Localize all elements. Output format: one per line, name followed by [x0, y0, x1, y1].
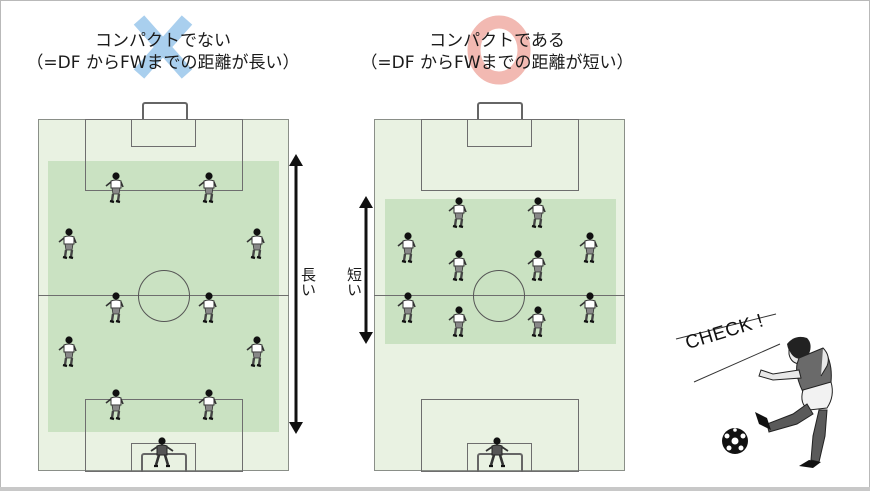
player-icon [197, 389, 218, 421]
player-icon [526, 250, 547, 282]
player-icon [57, 336, 78, 368]
player-icon [526, 306, 547, 338]
soccer-player-kicking-icon [755, 336, 833, 468]
center-circle [473, 270, 525, 322]
player-icon [396, 292, 417, 324]
player-icon [197, 172, 218, 204]
check-speed-lines-icon [675, 313, 781, 383]
player-icon [447, 197, 468, 229]
double-arrow-long-icon [289, 154, 303, 434]
double-arrow-short-icon [359, 196, 373, 344]
goal-area-top [467, 119, 532, 147]
player-icon [578, 232, 599, 264]
circle-mark-icon [467, 15, 531, 85]
player-icon [104, 292, 125, 324]
top-goal [477, 102, 523, 119]
pitch-compact [374, 119, 625, 472]
player-icon [578, 292, 599, 324]
goal-area-top [131, 119, 196, 147]
player-icon [396, 232, 417, 264]
title-line-1: コンパクトでない [95, 31, 231, 51]
top-goal [142, 102, 188, 119]
player-icon [245, 228, 266, 260]
soccer-ball-icon [722, 428, 748, 454]
goalkeeper-icon [485, 437, 509, 468]
player-icon [197, 292, 218, 324]
title-line-2: （=DF からFWまでの距離が長い） [26, 53, 300, 73]
player-icon [526, 197, 547, 229]
center-circle [138, 270, 190, 322]
player-icon [447, 250, 468, 282]
distance-label-long: 長い [299, 265, 317, 299]
goalkeeper-icon [150, 437, 174, 468]
player-icon [104, 172, 125, 204]
player-icon [104, 389, 125, 421]
cross-mark-icon [133, 15, 193, 79]
title-compact: コンパクトである （=DF からFWまでの距離が短い） [352, 30, 642, 74]
bottom-border [0, 487, 870, 491]
player-icon [57, 228, 78, 260]
player-icon [447, 306, 468, 338]
title-not-compact: コンパクトでない （=DF からFWまでの距離が長い） [18, 30, 308, 74]
title-line-2: （=DF からFWまでの距離が短い） [360, 53, 634, 73]
pitch-not-compact [38, 119, 289, 472]
title-line-1: コンパクトである [429, 31, 565, 51]
distance-label-short: 短い [345, 265, 363, 299]
player-icon [245, 336, 266, 368]
